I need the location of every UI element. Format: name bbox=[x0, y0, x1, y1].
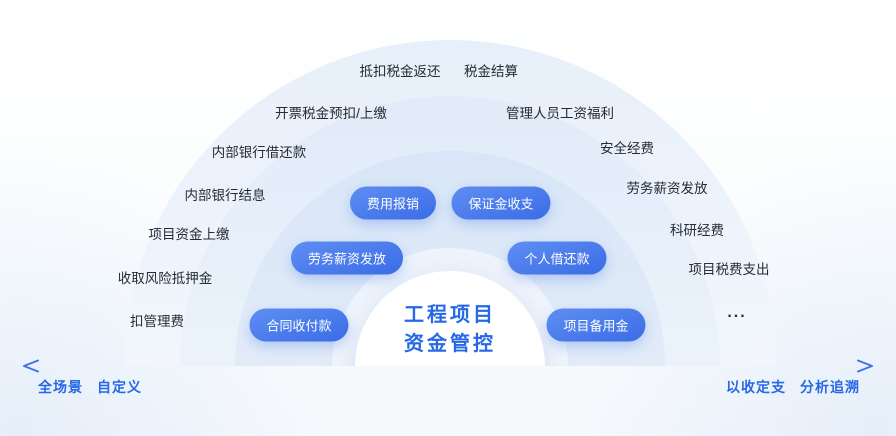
fund-scenario-pill: 合同收付款 bbox=[249, 308, 349, 342]
center-title-line1: 工程项目 bbox=[404, 304, 496, 326]
fund-scenario-label: 开票税金预扣/上缴 bbox=[275, 106, 387, 121]
fund-scenario-label: 扣管理费 bbox=[130, 314, 184, 329]
axis-right-word: 以收定支 bbox=[726, 379, 786, 395]
axis-label-right: 以收定支 分析追溯 bbox=[726, 377, 860, 397]
axis-label-left: 全场景 自定义 bbox=[38, 377, 142, 397]
fund-scenario-pill: 个人借还款 bbox=[507, 241, 607, 275]
fund-scenario-label: 科研经费 bbox=[670, 223, 724, 238]
axis-arrow-line bbox=[23, 359, 873, 373]
axis-left-word: 全场景 bbox=[38, 379, 83, 395]
fund-scenario-label: 项目资金上缴 bbox=[148, 227, 230, 242]
fund-scenario-label: 抵扣税金返还 bbox=[359, 64, 441, 79]
fund-scenario-pill: 保证金收支 bbox=[451, 186, 551, 220]
more-ellipsis: ... bbox=[727, 304, 747, 321]
fund-scenario-label: 内部银行结息 bbox=[184, 188, 266, 203]
axis-right-word: 分析追溯 bbox=[800, 379, 860, 395]
fund-scenario-label: 劳务薪资发放 bbox=[626, 181, 708, 196]
fund-scenario-label: 安全经费 bbox=[600, 141, 654, 156]
arrow-left-icon bbox=[23, 359, 39, 373]
fund-scenario-pill: 费用报销 bbox=[349, 186, 437, 220]
diagram-center-title: 工程项目 资金管控 bbox=[404, 301, 496, 359]
fund-scenario-label: 收取风险抵押金 bbox=[117, 271, 213, 286]
fund-scenario-label: 项目税费支出 bbox=[688, 262, 770, 277]
center-title-line2: 资金管控 bbox=[404, 333, 496, 355]
fund-scenario-pill: 劳务薪资发放 bbox=[290, 241, 404, 275]
arrow-right-icon bbox=[857, 359, 873, 373]
fund-scenario-pill: 项目备用金 bbox=[546, 308, 646, 342]
fund-scenario-label: 管理人员工资福利 bbox=[506, 106, 614, 121]
axis-left-word: 自定义 bbox=[97, 379, 142, 395]
fund-scenario-label: 税金结算 bbox=[464, 64, 518, 79]
fund-scenario-label: 内部银行借还款 bbox=[211, 145, 307, 160]
